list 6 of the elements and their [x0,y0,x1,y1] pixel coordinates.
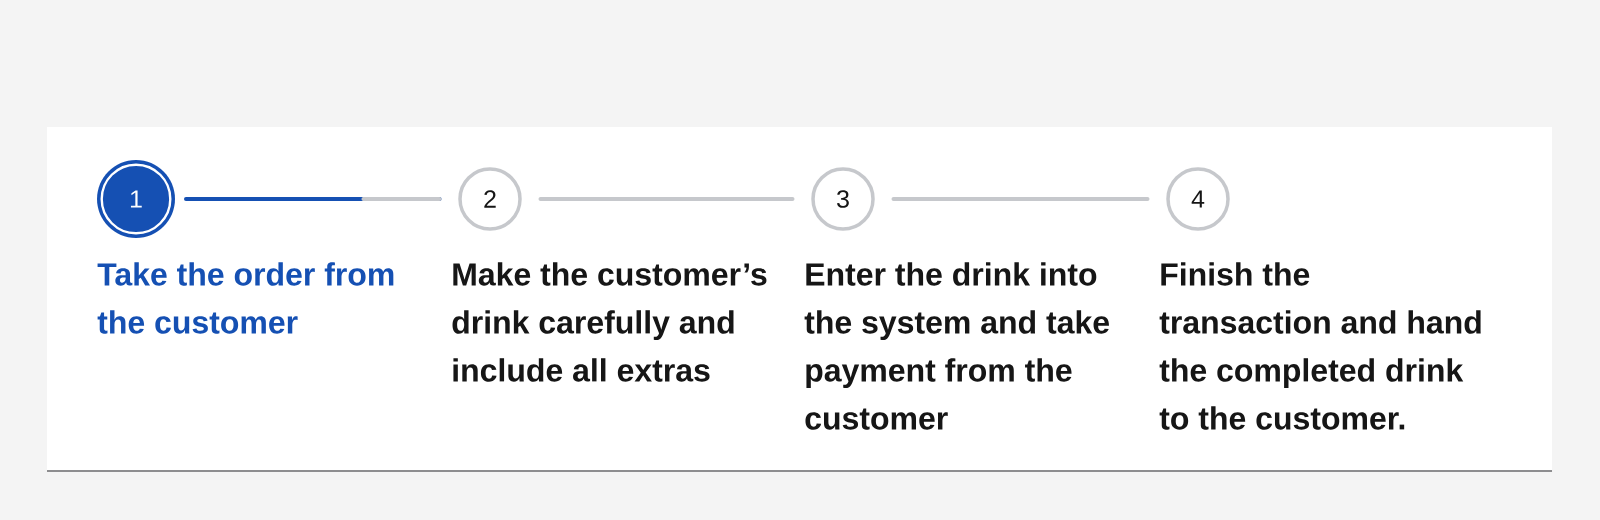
step-label: Enter the drink into the system and take payment from the customer [804,262,1109,430]
connector-line [891,197,1150,201]
step-label: Finish the transaction and hand the completed drink to the customer. [1159,262,1481,430]
step-label: Take the order from the customer [97,262,394,334]
connector-line [538,197,795,201]
step-label: Make the customer’s drink carefully and include all extras [452,262,767,382]
